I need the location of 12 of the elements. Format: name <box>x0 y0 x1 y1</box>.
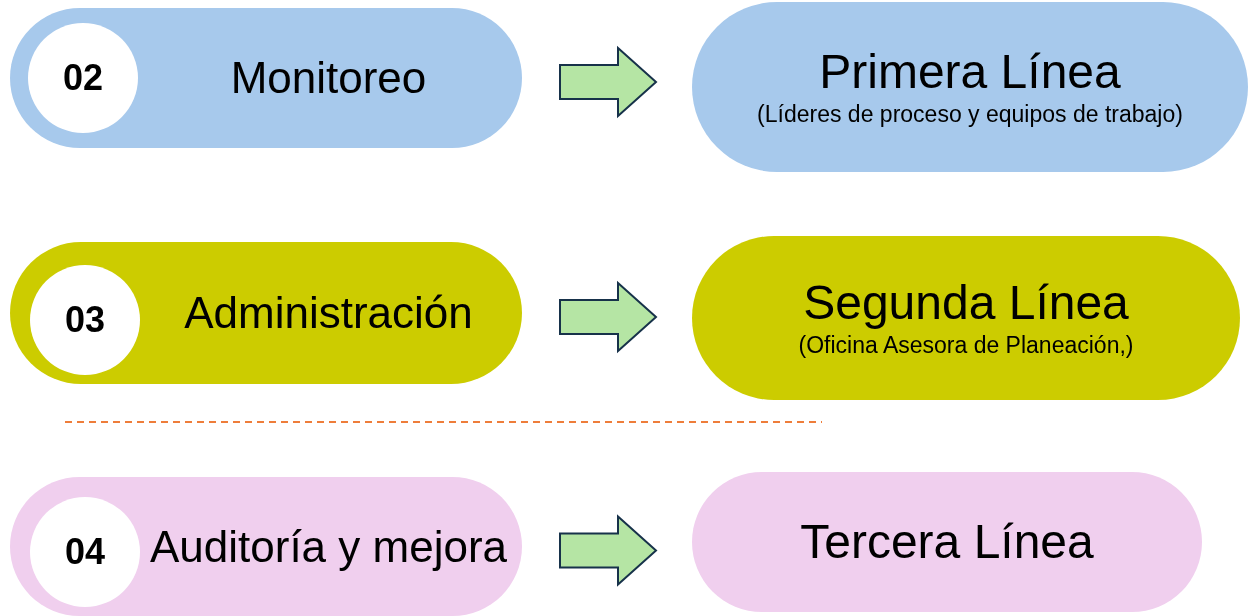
pill-title: Administración <box>184 288 473 338</box>
pill-subtitle: (Oficina Asesora de Planeación,) <box>797 331 1135 360</box>
pill-title: Auditoría y mejora <box>149 521 508 572</box>
pill-title: Tercera Línea <box>800 515 1094 569</box>
block-arrow <box>559 514 658 587</box>
pill-title: Segunda Línea <box>803 276 1129 330</box>
block-arrow <box>559 45 658 119</box>
pill-subtitle: (Líderes de proceso y equipos de trabajo) <box>756 100 1184 129</box>
pill-title: Monitoreo <box>230 53 427 103</box>
block-arrow <box>559 280 658 354</box>
line-pill <box>692 2 1248 172</box>
pill-title: Primera Línea <box>819 45 1121 99</box>
